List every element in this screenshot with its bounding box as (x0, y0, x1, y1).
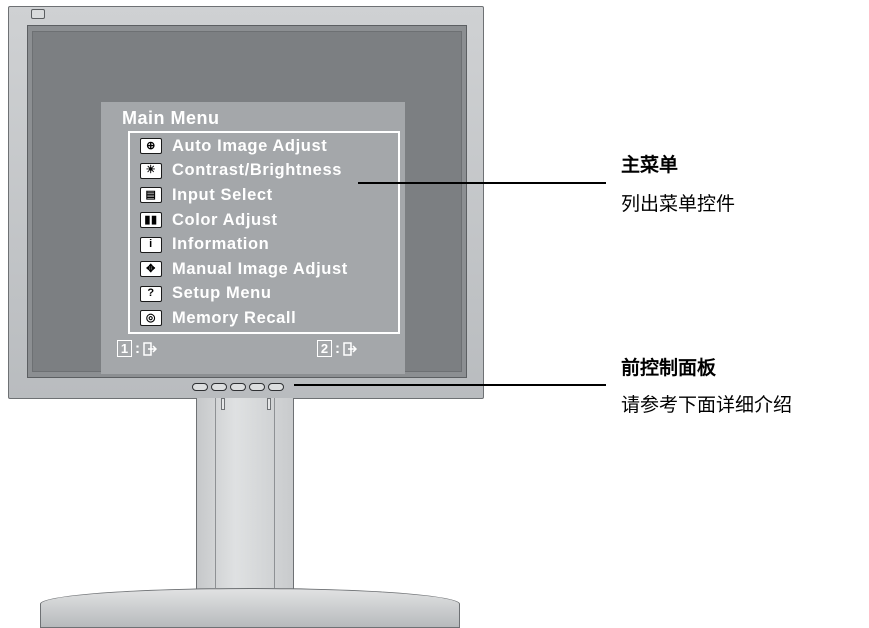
brand-logo (31, 9, 45, 19)
osd-title: Main Menu (122, 108, 220, 128)
front-button-1[interactable] (192, 383, 208, 391)
help-icon: ? (140, 285, 162, 302)
osd-menu-item[interactable]: ✥ Manual Image Adjust (130, 257, 398, 282)
osd-menu-item[interactable]: ⊕ Auto Image Adjust (130, 134, 398, 159)
osd-menu-item-label: Manual Image Adjust (172, 259, 348, 278)
key-1-separator: : (135, 340, 140, 357)
info-icon: i (140, 236, 162, 253)
osd-menu-item[interactable]: i Information (130, 232, 398, 257)
front-panel-leader-line (294, 384, 606, 386)
osd-menu-item-label: Auto Image Adjust (172, 136, 328, 155)
main-menu-callout-desc: 列出菜单控件 (621, 193, 736, 215)
osd-menu-item-label: Contrast/Brightness (172, 161, 343, 180)
screen: Main Menu ⊕ Auto Image Adjust ☀ Contrast/Br… (32, 31, 462, 374)
front-button-2[interactable] (211, 383, 227, 391)
osd-menu-item[interactable]: ? Setup Menu (130, 282, 398, 307)
front-button-3[interactable] (230, 383, 246, 391)
key-1-badge: 1 (117, 340, 132, 357)
osd-menu-item-label: Memory Recall (172, 308, 297, 327)
screen-frame: Main Menu ⊕ Auto Image Adjust ☀ Contrast/Br… (27, 25, 467, 378)
osd-menu-item[interactable]: ☀ Contrast/Brightness (130, 159, 398, 184)
stand-tab-left (221, 398, 225, 410)
monitor-stand-base (40, 588, 460, 628)
front-button-4[interactable] (249, 383, 265, 391)
front-control-buttons (192, 383, 284, 391)
color-adjust-icon: ▮▮ (140, 212, 162, 229)
osd-menu-item-label: Input Select (172, 185, 273, 204)
main-menu-callout-title: 主菜单 (621, 154, 679, 176)
osd-menu-item-label: Information (172, 235, 270, 254)
monitor-stand-neck (196, 398, 294, 598)
osd-menu-item[interactable]: ▮▮ Color Adjust (130, 208, 398, 233)
front-panel-callout-title: 前控制面板 (621, 357, 717, 379)
manual-adjust-icon: ✥ (140, 261, 162, 278)
stand-column (215, 398, 275, 588)
osd-key-1-hint: 1 : (117, 340, 157, 357)
osd-key-2-hint: 2 : (317, 340, 357, 357)
enter-icon (343, 341, 357, 356)
main-menu-leader-line (358, 182, 606, 184)
osd-menu-item-label: Color Adjust (172, 210, 278, 229)
osd-menu-item[interactable]: ◎ Memory Recall (130, 306, 398, 331)
front-panel-callout-desc: 请参考下面详细介绍 (621, 394, 793, 416)
osd-footer: 1 : 2 : (117, 340, 387, 362)
stand-tab-right (267, 398, 271, 410)
power-button[interactable] (268, 383, 284, 391)
key-2-badge: 2 (317, 340, 332, 357)
exit-icon (143, 341, 157, 356)
osd-main-menu: Main Menu ⊕ Auto Image Adjust ☀ Contrast/Br… (101, 102, 405, 374)
input-select-icon: ▤ (140, 187, 162, 204)
brightness-icon: ☀ (140, 162, 162, 179)
osd-menu-item[interactable]: ▤ Input Select (130, 183, 398, 208)
osd-menu-list: ⊕ Auto Image Adjust ☀ Contrast/Brightness ▤ I… (128, 131, 400, 334)
key-2-separator: : (335, 340, 340, 357)
memory-recall-icon: ◎ (140, 310, 162, 327)
monitor-bezel: Main Menu ⊕ Auto Image Adjust ☀ Contrast/Br… (8, 6, 484, 399)
osd-menu-item-label: Setup Menu (172, 284, 272, 303)
auto-adjust-icon: ⊕ (140, 138, 162, 155)
